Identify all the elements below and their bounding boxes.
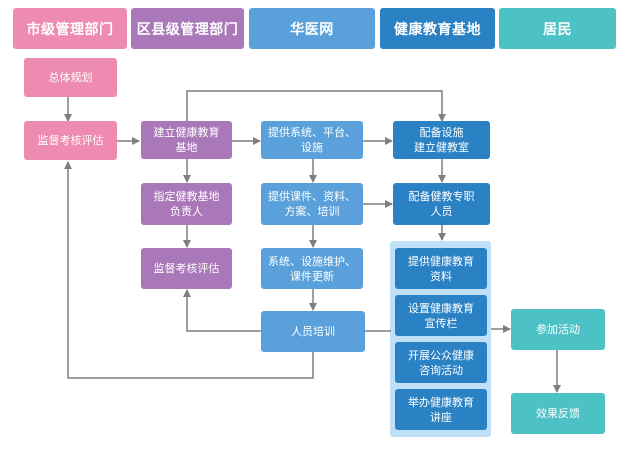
node-give-materials: 提供健康教育 资料 xyxy=(395,248,487,289)
arrow-training-to-city-assess xyxy=(64,161,314,379)
lane-header-city: 市级管理部门 xyxy=(13,8,127,49)
node-staff-training: 人员培训 xyxy=(261,311,365,352)
node-feedback: 效果反馈 xyxy=(511,393,605,434)
node-provide-system: 提供系统、平台、 设施 xyxy=(261,121,363,159)
node-equip-staff: 配备健教专职 人员 xyxy=(393,183,490,225)
node-equip-room: 配备设施 建立健教室 xyxy=(393,121,490,159)
node-provide-course: 提供课件、资料、 方案、培训 xyxy=(261,183,363,225)
arrow-build-to-room xyxy=(186,90,446,122)
node-city-assess: 监督考核评估 xyxy=(24,121,117,160)
lane-header-base: 健康教育基地 xyxy=(380,8,495,49)
node-set-board: 设置健康教育 宣传栏 xyxy=(395,295,487,336)
node-consult: 开展公众健康 咨询活动 xyxy=(395,342,487,383)
arrow-training-to-district-assess xyxy=(183,289,261,332)
node-lecture: 举办健康教育 讲座 xyxy=(395,389,487,430)
lane-header-huayi: 华医网 xyxy=(249,8,375,49)
lane-header-residents: 居民 xyxy=(499,8,616,49)
node-join-activity: 参加活动 xyxy=(511,309,605,350)
node-build-base: 建立健康教育 基地 xyxy=(141,121,232,159)
node-overall-plan: 总体规划 xyxy=(24,58,117,97)
node-assign-lead: 指定健教基地 负责人 xyxy=(141,183,232,225)
lane-header-district: 区县级管理部门 xyxy=(131,8,244,49)
node-district-assess: 监督考核评估 xyxy=(141,248,232,289)
node-system-maint: 系统、设施维护、 课件更新 xyxy=(261,248,363,289)
